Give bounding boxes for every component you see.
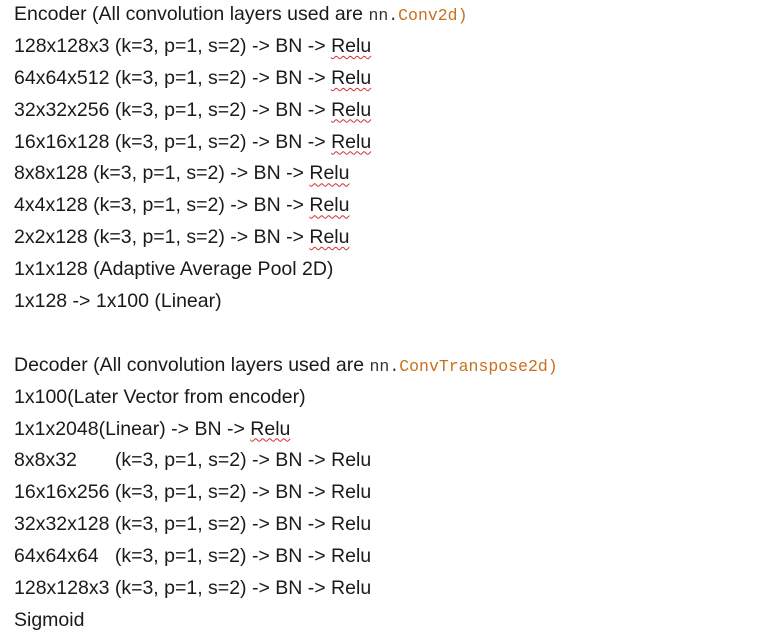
encoder-line: 64x64x512 (k=3, p=1, s=2) -> BN -> Relu [14, 64, 764, 96]
encoder-line-activation: Relu [309, 194, 350, 217]
encoder-line-text: 32x32x256 (k=3, p=1, s=2) -> BN -> [14, 98, 332, 121]
encoder-line-activation: Relu [331, 98, 372, 121]
decoder-line-8x8: 8x8x32 (k=3, p=1, s=2) -> BN -> Relu [14, 446, 764, 478]
decoder-line-16: 16x16x256 (k=3, p=1, s=2) -> BN -> Relu [14, 478, 764, 510]
decoder-line-text: Sigmoid [14, 608, 85, 631]
decoder-heading-text: Decoder (All convolution layers used are [14, 353, 370, 376]
encoder-line-activation: Relu [309, 162, 350, 185]
encoder-line-activation: Relu [331, 66, 372, 89]
encoder-line-text: 1x1x128 (Adaptive Average Pool 2D) [14, 258, 334, 281]
decoder-line-activation: Relu [250, 417, 291, 440]
decoder-line-text: 64x64x64 (k=3, p=1, s=2) -> BN -> Relu [14, 545, 372, 568]
decoder-line-text: 1x1x2048(Linear) -> BN -> [14, 417, 251, 440]
encoder-line-text: 128x128x3 (k=3, p=1, s=2) -> BN -> [14, 34, 332, 57]
document-body: Encoder (All convolution layers used are… [14, 0, 764, 638]
encoder-line-text: 1x128 -> 1x100 (Linear) [14, 290, 222, 313]
encoder-line: 1x1x128 (Adaptive Average Pool 2D) [14, 255, 764, 287]
decoder-line-shape: 8x8x32 [14, 449, 77, 472]
decoder-code-prefix: nn. [369, 356, 400, 376]
encoder-heading-text: Encoder (All convolution layers used are [14, 3, 369, 25]
decoder-line-text: (k=3, p=1, s=2) -> BN -> Relu [114, 449, 372, 472]
decoder-line-sigmoid: Sigmoid [14, 606, 764, 638]
encoder-line: 16x16x128 (k=3, p=1, s=2) -> BN -> Relu [14, 128, 764, 160]
decoder-line-text: 32x32x128 (k=3, p=1, s=2) -> BN -> Relu [14, 513, 372, 536]
encoder-line: 4x4x128 (k=3, p=1, s=2) -> BN -> Relu [14, 191, 764, 223]
encoder-heading: Encoder (All convolution layers used are… [14, 0, 764, 32]
blank-line [14, 319, 764, 351]
encoder-line: 32x32x256 (k=3, p=1, s=2) -> BN -> Relu [14, 96, 764, 128]
decoder-line-text: 16x16x256 (k=3, p=1, s=2) -> BN -> Relu [14, 481, 372, 504]
decoder-line-latent: 1x100(Later Vector from encoder) [14, 383, 764, 415]
encoder-line-text: 2x2x128 (k=3, p=1, s=2) -> BN -> [14, 226, 310, 249]
decoder-code-name: ConvTranspose2d [399, 356, 548, 376]
encoder-line: 128x128x3 (k=3, p=1, s=2) -> BN -> Relu [14, 32, 764, 64]
decoder-line-64: 64x64x64 (k=3, p=1, s=2) -> BN -> Relu [14, 542, 764, 574]
encoder-line: 8x8x128 (k=3, p=1, s=2) -> BN -> Relu [14, 159, 764, 191]
encoder-line-activation: Relu [331, 34, 372, 57]
decoder-line-linear: 1x1x2048(Linear) -> BN -> Relu [14, 415, 764, 447]
encoder-line-text: 64x64x512 (k=3, p=1, s=2) -> BN -> [14, 66, 332, 89]
decoder-line-128: 128x128x3 (k=3, p=1, s=2) -> BN -> Relu [14, 574, 764, 606]
encoder-line: 1x128 -> 1x100 (Linear) [14, 287, 764, 319]
encoder-line-text: 8x8x128 (k=3, p=1, s=2) -> BN -> [14, 162, 310, 185]
encoder-line-text: 4x4x128 (k=3, p=1, s=2) -> BN -> [14, 194, 310, 217]
encoder-code-name: Conv2d [398, 6, 458, 25]
decoder-heading-close: ) [547, 356, 558, 376]
encoder-line-text: 16x16x128 (k=3, p=1, s=2) -> BN -> [14, 130, 332, 153]
encoder-line-activation: Relu [309, 226, 350, 249]
decoder-line-text: 128x128x3 (k=3, p=1, s=2) -> BN -> Relu [14, 577, 372, 600]
decoder-heading: Decoder (All convolution layers used are… [14, 351, 764, 383]
decoder-line-32: 32x32x128 (k=3, p=1, s=2) -> BN -> Relu [14, 510, 764, 542]
encoder-line: 2x2x128 (k=3, p=1, s=2) -> BN -> Relu [14, 223, 764, 255]
decoder-line-text: 1x100(Later Vector from encoder) [14, 385, 306, 408]
encoder-line-activation: Relu [331, 130, 372, 153]
encoder-code-prefix: nn. [368, 6, 399, 25]
encoder-heading-close: ) [457, 6, 468, 25]
